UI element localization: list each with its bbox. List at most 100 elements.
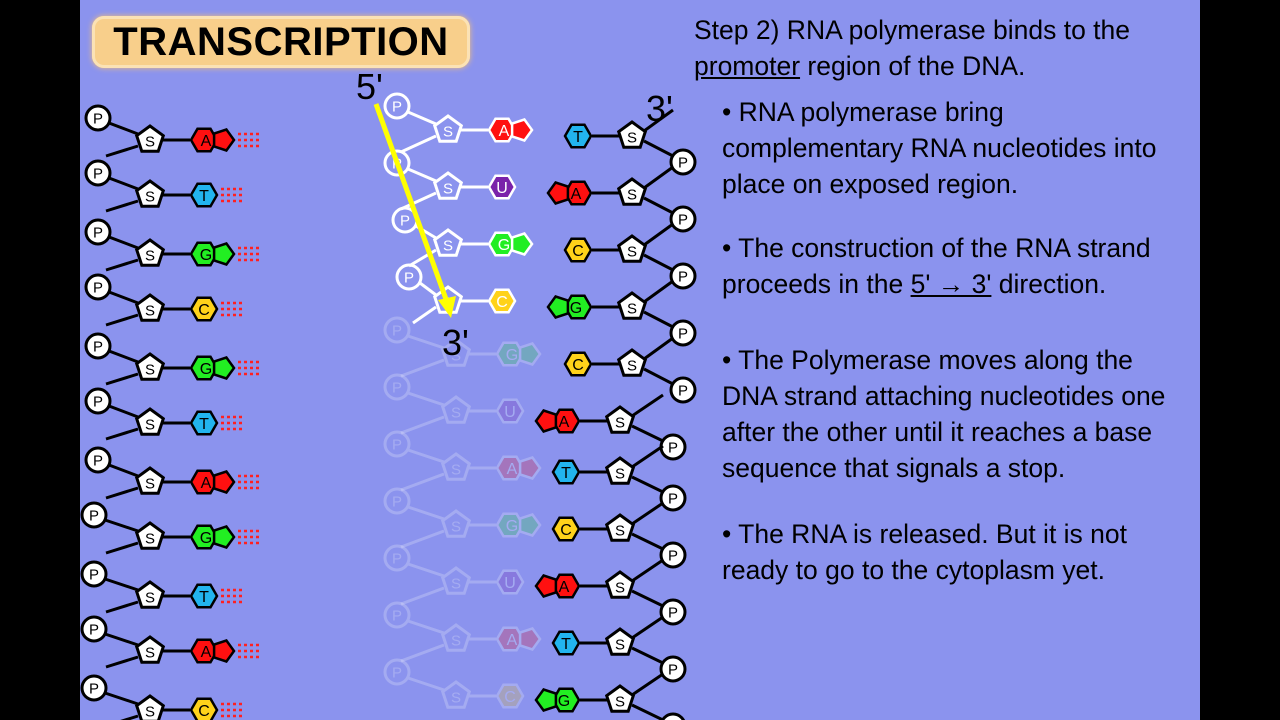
base-T (189, 583, 219, 609)
slide: PSAPSTPSGPSCPSGPSTPSAPSGPSTPSAPSCPPSTPSA… (80, 0, 1200, 720)
sugar-node (134, 352, 166, 381)
backbone-bond (105, 144, 139, 158)
rna-nucleotide-built: PSC (395, 263, 517, 325)
node-letter: S (451, 461, 461, 478)
backbone-bond (400, 586, 445, 606)
step-heading: Step 2) RNA polymerase binds to the prom… (694, 15, 1131, 81)
backbone-bond (104, 518, 139, 533)
node-letter: S (451, 575, 461, 592)
node-letter: G (498, 237, 510, 254)
base-A (495, 626, 525, 652)
node-letter: S (615, 414, 625, 431)
sugar-node (440, 680, 472, 709)
node-letter: S (443, 123, 453, 140)
base-A-ring (510, 118, 534, 142)
phosphate-node (84, 273, 112, 301)
base-G-ring (518, 342, 542, 366)
node-letter: S (627, 186, 637, 203)
sugar-node (616, 120, 648, 149)
phosphate-node (383, 430, 411, 458)
node-letter: A (559, 579, 570, 596)
base-U (495, 569, 525, 595)
five-prime-label: 5' (356, 66, 383, 107)
node-letter: P (678, 211, 688, 228)
phosphate-node (669, 376, 697, 404)
phosphate-node (84, 218, 112, 246)
node-letter: A (571, 186, 582, 203)
sugar-node (432, 114, 464, 143)
backbone-bond (643, 108, 674, 133)
sugar-node (134, 521, 166, 550)
sugar-node (440, 566, 472, 595)
backbone-bond (643, 253, 674, 272)
node-letter: P (668, 718, 678, 720)
backbone-bond (108, 235, 139, 250)
base-T (563, 123, 593, 149)
base-C (563, 237, 593, 263)
node-letter: G (558, 693, 570, 710)
base-A-ring (212, 639, 236, 663)
direction-arrow (373, 103, 456, 318)
node-letter: P (392, 379, 402, 396)
base-T (189, 182, 219, 208)
phosphate-node (84, 104, 112, 132)
node-letter: P (93, 393, 103, 410)
node-letter: P (668, 439, 678, 456)
backbone-bond (400, 415, 445, 435)
node-letter: P (668, 604, 678, 621)
base-G-ring (534, 688, 558, 712)
sugar-node (616, 291, 648, 320)
node-letter: S (451, 347, 461, 364)
node-letter: T (561, 636, 571, 653)
node-letter: P (89, 621, 99, 638)
three-prime-label-arrow: 3' (442, 322, 469, 363)
node-letter: S (145, 644, 155, 661)
node-letter: P (392, 550, 402, 567)
node-letter: S (145, 361, 155, 378)
node-letter: P (392, 436, 402, 453)
base-C (487, 288, 517, 314)
backbone-bond (407, 505, 445, 521)
base-T (551, 630, 581, 656)
backbone-bond (631, 444, 664, 469)
node-letter: S (615, 579, 625, 596)
node-letter: G (200, 530, 212, 547)
sugar-node (432, 228, 464, 257)
node-letter: C (198, 302, 210, 319)
node-letter: A (507, 632, 518, 649)
backbone-bond (419, 281, 437, 297)
node-letter: P (93, 224, 103, 241)
node-letter: P (678, 268, 688, 285)
node-letter: S (615, 522, 625, 539)
sugar-node (134, 407, 166, 436)
backbone-bond (643, 139, 674, 158)
node-letter: S (145, 416, 155, 433)
backbone-bond (108, 349, 139, 364)
node-letter: S (145, 133, 155, 150)
backbone-bond (105, 313, 139, 327)
backbone-bond (407, 110, 437, 126)
backbone-bond (643, 310, 674, 329)
sugar-node (134, 635, 166, 664)
base-A-ring (518, 627, 542, 651)
sugar-node (616, 234, 648, 263)
node-letter: G (200, 247, 212, 264)
bullet-3: • The Polymerase moves along the DNA str… (722, 345, 1166, 483)
backbone-bond (631, 646, 664, 665)
title-box: TRANSCRIPTION (92, 16, 470, 68)
node-letter: P (89, 507, 99, 524)
node-letter: S (443, 180, 453, 197)
node-letter: A (201, 475, 212, 492)
backbone-bond (407, 167, 437, 183)
slide-title: TRANSCRIPTION (113, 20, 449, 64)
node-letter: S (627, 357, 637, 374)
backbone-bond (105, 600, 139, 614)
base-C (563, 351, 593, 377)
backbone-bond (631, 393, 664, 418)
backbone-bond (105, 541, 139, 555)
base-T (551, 459, 581, 485)
backbone-bond (643, 336, 674, 361)
